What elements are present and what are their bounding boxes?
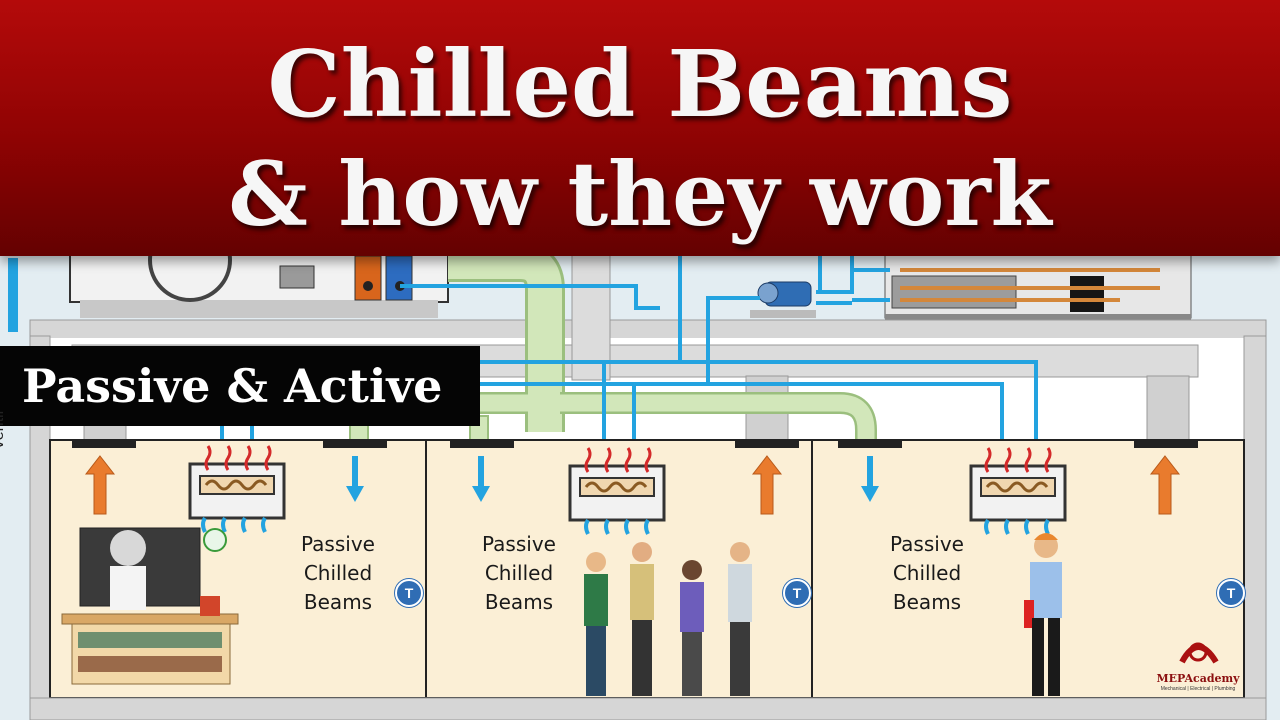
ventilation-side-label: Ventil <box>0 410 7 450</box>
room-3-label-line1: Passive <box>890 532 964 556</box>
roof-slab <box>29 319 1267 341</box>
room-1-label-line3: Beams <box>303 590 373 614</box>
scientist-illustration <box>61 527 239 685</box>
title-banner: Chilled Beams & how they work <box>0 0 1280 256</box>
logo-name: MEPAcademy <box>1156 672 1240 685</box>
room-2-label-line1: Passive <box>482 532 556 556</box>
mep-academy-logo-mark <box>1179 642 1219 664</box>
room-3-label-line3: Beams <box>892 590 962 614</box>
chilled-water-pump <box>750 281 816 318</box>
passive-active-tag: Passive & Active <box>0 346 480 426</box>
room-1-label-line1: Passive <box>301 532 375 556</box>
room-3-label: Passive Chilled Beams <box>867 530 987 617</box>
title-line-1: Chilled Beams <box>267 30 1013 138</box>
room-1-label: Passive Chilled Beams <box>278 530 398 617</box>
logo-tagline: Mechanical | Electrical | Plumbing <box>1160 686 1236 692</box>
title-line-2: & how they work <box>228 142 1052 246</box>
room-3-label-line2: Chilled <box>892 561 962 585</box>
students-illustration <box>584 542 752 696</box>
room-2-label: Passive Chilled Beams <box>459 530 579 617</box>
room-1-label-line2: Chilled <box>303 561 373 585</box>
room-3-thermostat-icon: T <box>1217 579 1245 607</box>
supply-air-arrows <box>346 456 879 502</box>
worker-illustration <box>1024 533 1062 696</box>
room-1-thermostat-icon: T <box>395 579 423 607</box>
supply-air-duct <box>349 242 877 441</box>
chiller-unit <box>884 251 1192 320</box>
air-handling-unit <box>69 218 449 318</box>
chilled-beam-2 <box>568 464 666 522</box>
ceiling-diffusers <box>72 440 1198 448</box>
warm-air-rising-arrows <box>204 445 1052 473</box>
room-2-label-line3: Beams <box>484 590 554 614</box>
chilled-beam-3 <box>969 464 1067 522</box>
return-air-arrows <box>84 455 1181 515</box>
room-2-label-line2: Chilled <box>484 561 554 585</box>
chilled-beam-1 <box>188 462 286 520</box>
room-2-thermostat-icon: T <box>783 579 811 607</box>
cool-air-falling-arrows <box>201 516 1050 535</box>
